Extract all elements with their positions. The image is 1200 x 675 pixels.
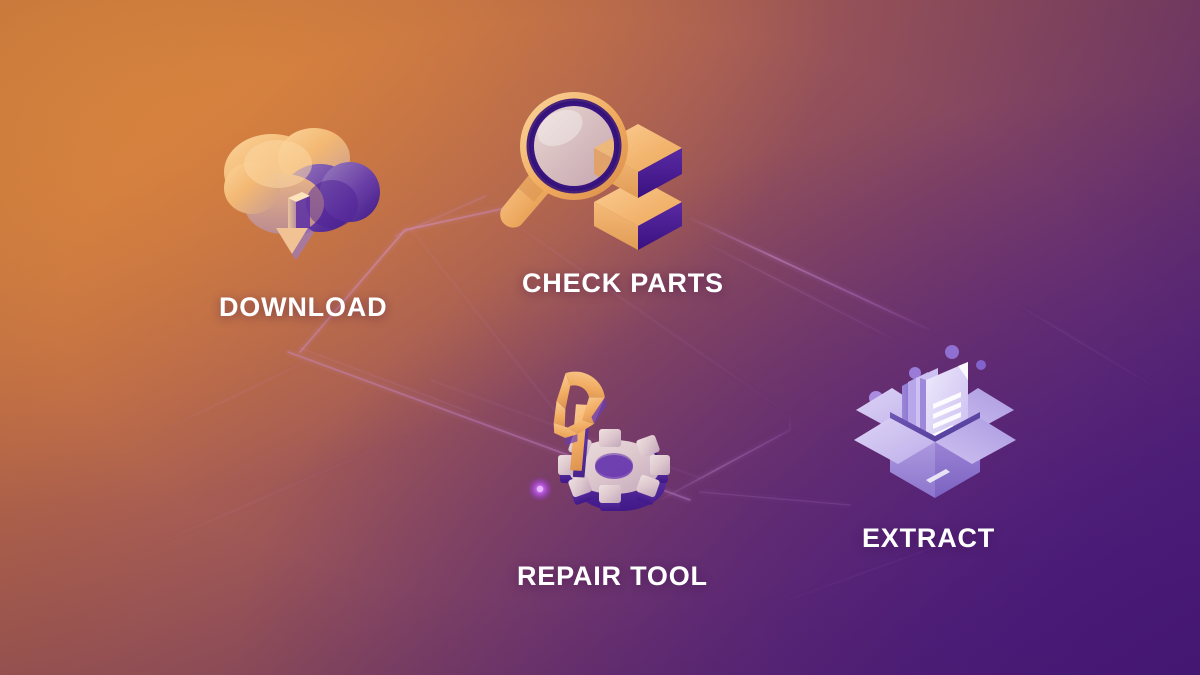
step-label-download: DOWNLOAD [219, 292, 388, 322]
connection-line-checkparts-to-extract [689, 217, 931, 331]
step-check-parts[interactable] [486, 80, 696, 250]
step-extract[interactable] [840, 340, 1030, 520]
cloud-download-icon [224, 128, 380, 260]
connection-line-lattice-bottom-right [759, 519, 1011, 611]
glow-dot-core [536, 485, 544, 493]
box-body-glyph [854, 412, 1016, 498]
download-arrow-glyph [276, 192, 314, 260]
connection-line-repairtool-to-extract-2 [699, 491, 851, 506]
step-label-repair-tool: REPAIR TOOL [517, 561, 708, 591]
connection-line-lattice-upper-right [479, 199, 791, 416]
open-box-documents-icon [854, 345, 1016, 498]
wrench-gear-icon [553, 371, 670, 511]
connection-line-lattice-far-right [1009, 299, 1161, 391]
connection-line-lattice-far-left [159, 349, 331, 433]
connection-line-download-to-checkparts [299, 204, 521, 353]
magnifier-cube-icon [500, 92, 682, 250]
connection-line-repairtool-to-extract [659, 414, 791, 501]
step-download[interactable] [210, 120, 390, 270]
gear-glyph [558, 429, 670, 511]
connection-line-download-to-repairtool-2 [299, 347, 471, 413]
step-label-check-parts: CHECK PARTS [522, 268, 724, 298]
connection-line-checkparts-to-extract-2 [699, 239, 906, 346]
connection-line-lattice-bottom-left [119, 429, 421, 561]
wrench-glyph [553, 371, 607, 478]
step-label-extract: EXTRACT [862, 523, 996, 553]
step-repair-tool[interactable] [518, 371, 698, 540]
magnifier-lens-glyph [520, 92, 628, 200]
connection-line-download-upper [394, 195, 487, 237]
